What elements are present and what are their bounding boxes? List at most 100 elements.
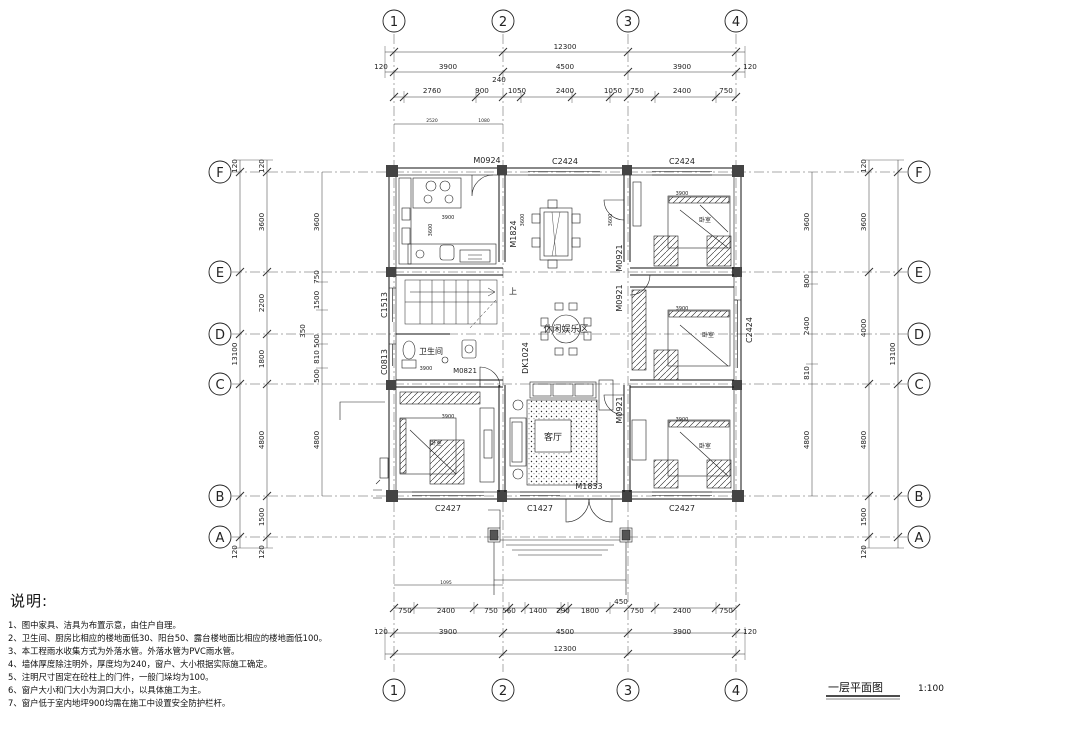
drawing-title: 一层平面图 1:100 (826, 681, 944, 700)
dim-left: 1800 (257, 349, 266, 368)
dim-top-bay: 3900 (439, 62, 458, 71)
axis-label-2: 2 (499, 15, 507, 30)
window-label: C1427 (527, 504, 553, 513)
notes-heading: 说明: (10, 592, 49, 610)
note-item: 4、墙体厚度除注明外，厚度均为240，窗户、大小根据实际施工确定。 (8, 659, 273, 669)
window-label: C2427 (669, 504, 695, 513)
dim-interior: 3900 (442, 414, 455, 420)
dim-right: 120 (859, 159, 868, 173)
room-label-living: 客厅 (544, 431, 562, 443)
axis-bubble-2-bottom (491, 678, 515, 702)
dim-interior: 3900 (676, 417, 689, 423)
dim-bottom-extra: 450 (614, 597, 628, 606)
axis-bubbles (208, 9, 931, 702)
dim-bottom-detail: 750 (398, 606, 412, 615)
note-item: 7、窗户低于室内地坪900均需在施工中设置安全防护栏杆。 (8, 698, 231, 708)
dimension-text: 12300 120 3900 4500 3900 120 240 2760 90… (374, 42, 757, 653)
axis-label-A: A (915, 531, 924, 546)
axis-label-F: F (216, 166, 223, 181)
dim-top-bay: 3900 (673, 62, 692, 71)
dim-right-total: 13100 (888, 342, 897, 365)
axis-bubble-3-bottom (616, 678, 640, 702)
living-room-furniture (479, 379, 614, 486)
window-label: C2424 (745, 317, 754, 343)
dim-left-total: 13100 (230, 342, 239, 365)
dim-right: 3600 (859, 212, 868, 231)
dim-bottom-detail: 1800 (581, 606, 600, 615)
opening-label: DK1024 (521, 342, 530, 374)
bathroom-fixtures (401, 339, 477, 369)
dim-top-bay: 120 (743, 62, 757, 71)
dim-right-inner: 4800 (802, 430, 811, 449)
design-notes: 说明: 1、图中家具、洁具为布置示意，由住户自理。 2、卫生间、厨房比相应的楼地… (8, 590, 338, 710)
door-label: M1833 (575, 482, 602, 491)
dim-top-detail: 1050 (604, 86, 623, 95)
dim-bottom-detail: 750 (719, 606, 733, 615)
dim-top-detail: 750 (630, 86, 644, 95)
dim-left-inner: 500 (312, 334, 321, 348)
dim-top-detail: 900 (475, 86, 489, 95)
dim-left: 120 (257, 545, 266, 559)
stair-up-label: 上 (509, 287, 517, 296)
dim-left-inner: 1500 (312, 290, 321, 309)
dim-left: 1500 (257, 507, 266, 526)
axis-bubble-4-top (724, 9, 748, 33)
door-label: M1824 (509, 220, 518, 247)
dimension-text-right: 120 3600 4000 4800 1500 120 13100 3600 8… (802, 159, 897, 559)
dim-bottom-bay: 3900 (439, 627, 458, 636)
window-label: C2424 (669, 157, 695, 166)
axis-grid-lines (232, 34, 907, 672)
axis-label-D: D (914, 328, 924, 343)
dim-bottom-detail: 290 (556, 606, 570, 615)
room-labels: 休闲娱乐区 客厅 卫生间 卧室 卧室 卧室 卧室 (419, 216, 714, 450)
axis-label-3: 3 (624, 684, 632, 699)
dim-interior: 3900 (442, 215, 455, 221)
dimension-text-left: 120 120 3600 2200 1800 4800 1500 120 131… (230, 159, 321, 559)
window-label: C0813 (380, 349, 389, 375)
axis-label-E: E (915, 266, 923, 281)
dim-bottom-detail: 750 (630, 606, 644, 615)
dim-bottom-bay: 120 (374, 627, 388, 636)
axis-bubble-1-top (382, 9, 406, 33)
drawing-scale: 1:100 (918, 684, 944, 694)
bedrooms (399, 181, 732, 489)
window-label: C2424 (552, 157, 578, 166)
axis-bubble-3-top (616, 9, 640, 33)
axis-label-4: 4 (732, 684, 740, 699)
dim-interior: 3900 (676, 191, 689, 197)
axis-bubble-1-bottom (382, 678, 406, 702)
entrance-porch (487, 509, 633, 595)
dim-left: 2200 (257, 293, 266, 312)
dining-table (531, 199, 581, 269)
drawing-title-text: 一层平面图 (828, 681, 883, 694)
axis-label-2: 2 (499, 684, 507, 699)
door-label: M0924 (473, 156, 500, 165)
axis-label-A: A (216, 531, 225, 546)
dim-bottom-bay: 120 (743, 627, 757, 636)
dim-left: 120 (257, 159, 266, 173)
walls (386, 165, 744, 502)
dim-bottom-detail: 2400 (437, 606, 456, 615)
axis-label-4: 4 (732, 15, 740, 30)
axis-labels: 1 2 3 4 1 2 3 4 F E D C B A F E D C B A (215, 15, 924, 699)
axis-label-F: F (915, 166, 922, 181)
dim-top-detail: 750 (719, 86, 733, 95)
door-label: M0921 (615, 396, 624, 423)
door-label: M0821 (453, 367, 477, 375)
dim-right-inner: 800 (802, 274, 811, 288)
axis-label-C: C (215, 378, 224, 393)
staircase (404, 279, 498, 329)
dim-total-top: 12300 (554, 42, 577, 51)
dim-top-detail: 2400 (556, 86, 575, 95)
room-label-bedroom: 卧室 (699, 216, 711, 224)
axis-bubble-4-bottom (724, 678, 748, 702)
dim-bottom-detail: 2400 (673, 606, 692, 615)
dim-top-detail: 2760 (423, 86, 442, 95)
dim-top-small: 2520 (426, 118, 438, 124)
dim-left: 120 (230, 159, 239, 173)
wall-detail-marks (339, 401, 389, 499)
axis-label-1: 1 (390, 15, 398, 30)
dim-left-inner: 350 (298, 324, 307, 338)
dim-bottom-bay: 3900 (673, 627, 692, 636)
